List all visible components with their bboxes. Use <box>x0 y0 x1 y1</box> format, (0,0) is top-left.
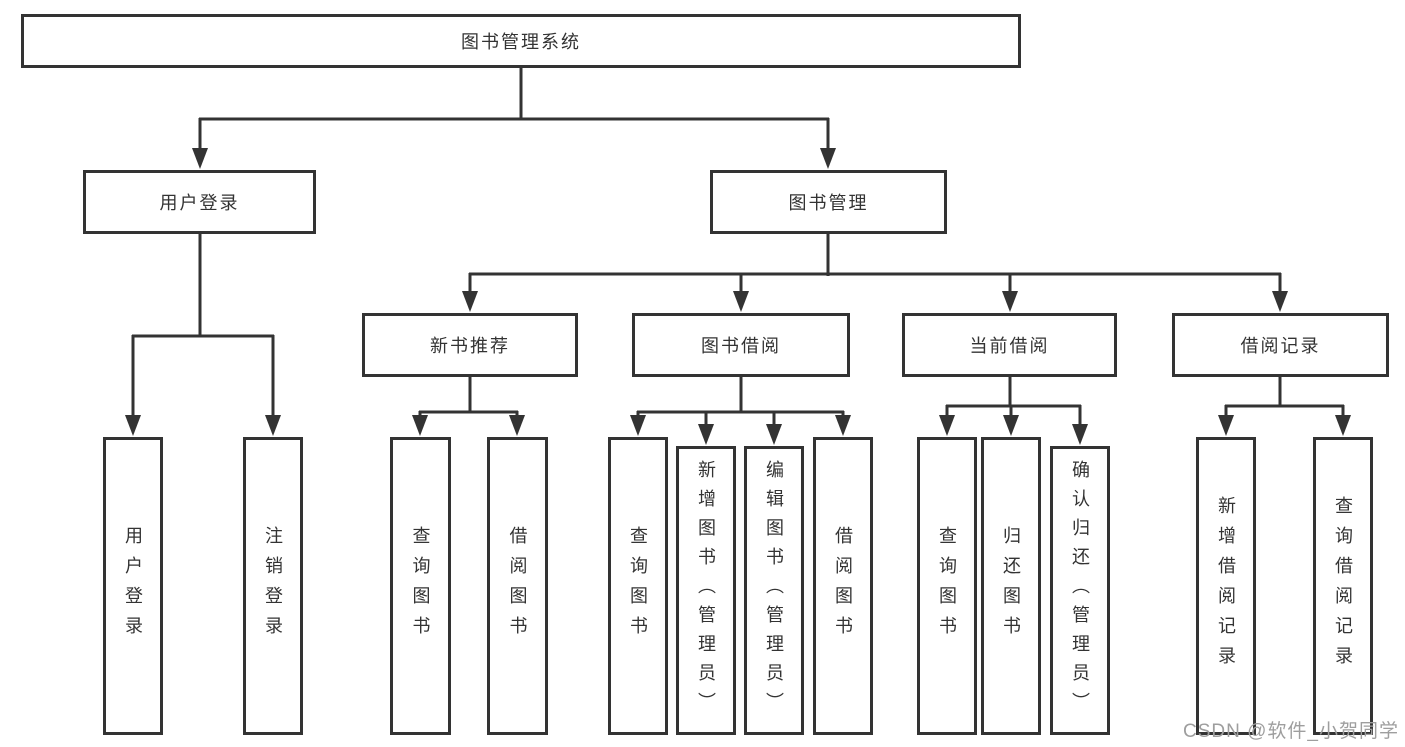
node-user-login: 用户登录 <box>83 170 316 234</box>
node-current-borrow: 当前借阅 <box>902 313 1117 377</box>
leaf-query-book-3: 查询图书 <box>917 437 977 735</box>
leaf-borrow-book-2: 借阅图书 <box>813 437 873 735</box>
node-book-borrow: 图书借阅 <box>632 313 850 377</box>
node-new-book-recommend: 新书推荐 <box>362 313 578 377</box>
leaf-query-borrow-record: 查询借阅记录 <box>1313 437 1373 735</box>
node-borrow-records: 借阅记录 <box>1172 313 1389 377</box>
leaf-query-book-2: 查询图书 <box>608 437 668 735</box>
arrowheads <box>125 148 1351 445</box>
leaf-logout: 注销登录 <box>243 437 303 735</box>
leaf-query-book-1: 查询图书 <box>390 437 451 735</box>
node-book-management: 图书管理 <box>710 170 947 234</box>
leaf-add-book-admin: 新增图书（管理员） <box>676 446 736 735</box>
csdn-watermark: CSDN @软件_小贺同学 <box>1183 721 1399 742</box>
leaf-confirm-return-admin: 确认归还（管理员） <box>1050 446 1110 735</box>
leaf-borrow-book-1: 借阅图书 <box>487 437 548 735</box>
leaf-user-login: 用户登录 <box>103 437 163 735</box>
connector-lines <box>131 68 1345 426</box>
leaf-return-book: 归还图书 <box>981 437 1041 735</box>
leaf-add-borrow-record: 新增借阅记录 <box>1196 437 1256 735</box>
leaf-edit-book-admin: 编辑图书（管理员） <box>744 446 804 735</box>
node-root-system: 图书管理系统 <box>21 14 1021 68</box>
